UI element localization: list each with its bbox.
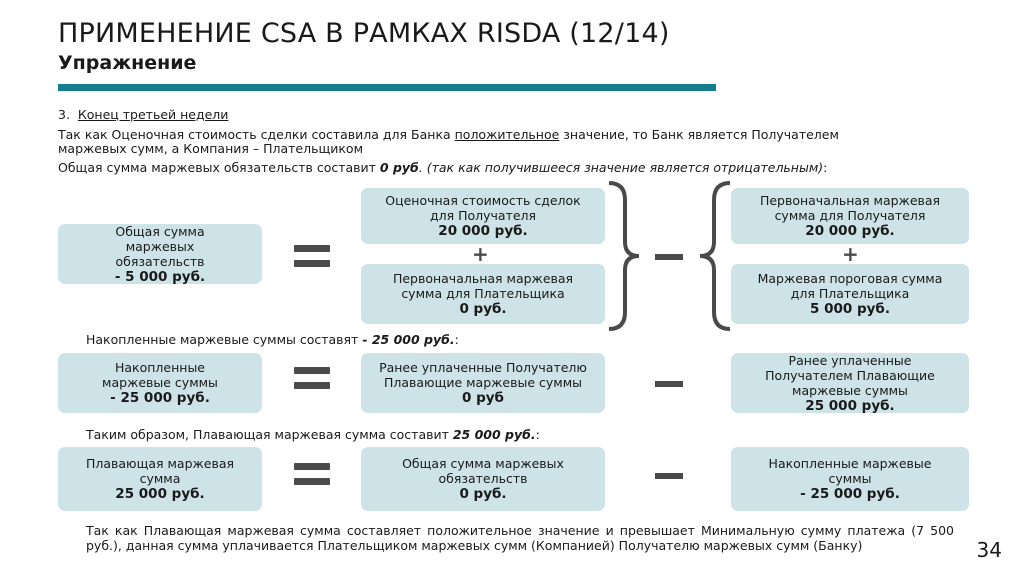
box-value: 20 000 руб. xyxy=(438,223,528,239)
box-value: 25 000 руб. xyxy=(805,397,895,414)
section-number: 3. xyxy=(58,107,70,122)
initial-margin-payer-box: Первоначальная маржевая сумма для Плател… xyxy=(361,264,605,324)
accumulated-margin-right-box: Накопленные маржевые суммы - 25 000 руб. xyxy=(731,447,969,511)
box-label: Общая сумма маржевых обязательств xyxy=(115,223,205,269)
intro-line-1: Так как Оценочная стоимость сделки соста… xyxy=(58,127,839,142)
box-value: - 25 000 руб. xyxy=(110,390,210,406)
accumulated-margin-box: Накопленные маржевые суммы - 25 000 руб. xyxy=(58,353,262,413)
box-value: 25 000 руб. xyxy=(115,486,205,502)
intro-text: : xyxy=(823,160,828,175)
intro-text: Так как Оценочная стоимость сделки соста… xyxy=(58,127,455,142)
box-label: Оценочная стоимость сделок для Получател… xyxy=(385,193,581,223)
conclusion-paragraph: Так как Плавающая маржевая сумма составл… xyxy=(86,523,954,553)
total-margin-obligations-box: Общая сумма маржевых обязательств - 5 00… xyxy=(58,224,262,284)
summary-text: : xyxy=(535,427,540,442)
box-label: Маржевая пороговая сумма для Плательщика xyxy=(757,271,943,301)
deal-value-receiver-box: Оценочная стоимость сделок для Получател… xyxy=(361,188,605,244)
page-title: ПРИМЕНЕНИЕ CSA В РАМКАХ RISDA (12/14) xyxy=(58,18,670,49)
section-title: Конец третьей недели xyxy=(77,107,229,122)
initial-margin-receiver-box: Первоначальная маржевая сумма для Получа… xyxy=(731,188,969,244)
total-obligations-box: Общая сумма маржевых обязательств 0 руб. xyxy=(361,447,605,511)
intro-line-2: маржевых сумм, а Компания – Плательщиком xyxy=(58,141,363,156)
page-number: 34 xyxy=(976,538,1002,562)
title-underline-bar xyxy=(58,84,716,91)
intro-underlined-word: положительное xyxy=(454,127,560,142)
floating-margin-box: Плавающая маржевая сумма 25 000 руб. xyxy=(58,447,262,511)
plus-sign: + xyxy=(842,242,859,266)
box-label: Ранее уплаченные Получателем Плавающие м… xyxy=(765,352,935,398)
previously-paid-by-receiver-box: Ранее уплаченные Получателем Плавающие м… xyxy=(731,353,969,413)
box-value: 5 000 руб. xyxy=(810,301,890,317)
summary-emphasis: 25 000 руб. xyxy=(452,427,536,442)
floating-summary-line: Таким образом, Плавающая маржевая сумма … xyxy=(86,427,540,442)
minus-sign xyxy=(655,381,683,387)
summary-text: : xyxy=(454,332,459,347)
intro-emphasis: 0 руб xyxy=(379,160,419,175)
threshold-payer-box: Маржевая пороговая сумма для Плательщика… xyxy=(731,264,969,324)
box-value: 20 000 руб. xyxy=(805,223,895,239)
box-value: 0 руб. xyxy=(459,301,507,317)
box-value: - 5 000 руб. xyxy=(114,268,206,285)
page-subtitle: Упражнение xyxy=(58,52,197,74)
summary-text: Таким образом, Плавающая маржевая сумма … xyxy=(86,427,453,442)
plus-sign: + xyxy=(472,242,489,266)
box-value: 0 руб. xyxy=(459,486,507,502)
minus-sign xyxy=(655,473,683,479)
box-label: Плавающая маржевая сумма xyxy=(85,456,235,486)
previously-paid-to-receiver-box: Ранее уплаченные Получателю Плавающие ма… xyxy=(361,353,605,413)
box-label: Накопленные маржевые суммы xyxy=(768,456,932,486)
intro-text: Общая сумма маржевых обязательств состав… xyxy=(58,160,380,175)
box-label: Первоначальная маржевая сумма для Плател… xyxy=(392,271,574,301)
left-curly-brace xyxy=(699,181,731,331)
right-curly-brace xyxy=(608,181,640,331)
accumulated-summary-line: Накопленные маржевые суммы составят - 25… xyxy=(86,332,459,347)
summary-emphasis: - 25 000 руб. xyxy=(362,332,455,347)
intro-text: значение, то Банк является Получателем xyxy=(559,127,839,142)
box-value: 0 руб xyxy=(462,390,504,406)
box-label: Общая сумма маржевых обязательств xyxy=(402,456,564,486)
box-label: Накопленные маржевые суммы xyxy=(102,360,218,390)
box-label: Первоначальная маржевая сумма для Получа… xyxy=(759,193,941,223)
intro-line-3: Общая сумма маржевых обязательств состав… xyxy=(58,160,827,175)
summary-text: Накопленные маржевые суммы составят xyxy=(86,332,363,347)
intro-italic-note: . (так как получившееся значение являетс… xyxy=(418,160,824,175)
minus-sign xyxy=(655,254,683,260)
section-heading: 3. Конец третьей недели xyxy=(58,107,228,122)
box-label: Ранее уплаченные Получателю Плавающие ма… xyxy=(379,360,587,390)
box-value: - 25 000 руб. xyxy=(800,486,900,502)
